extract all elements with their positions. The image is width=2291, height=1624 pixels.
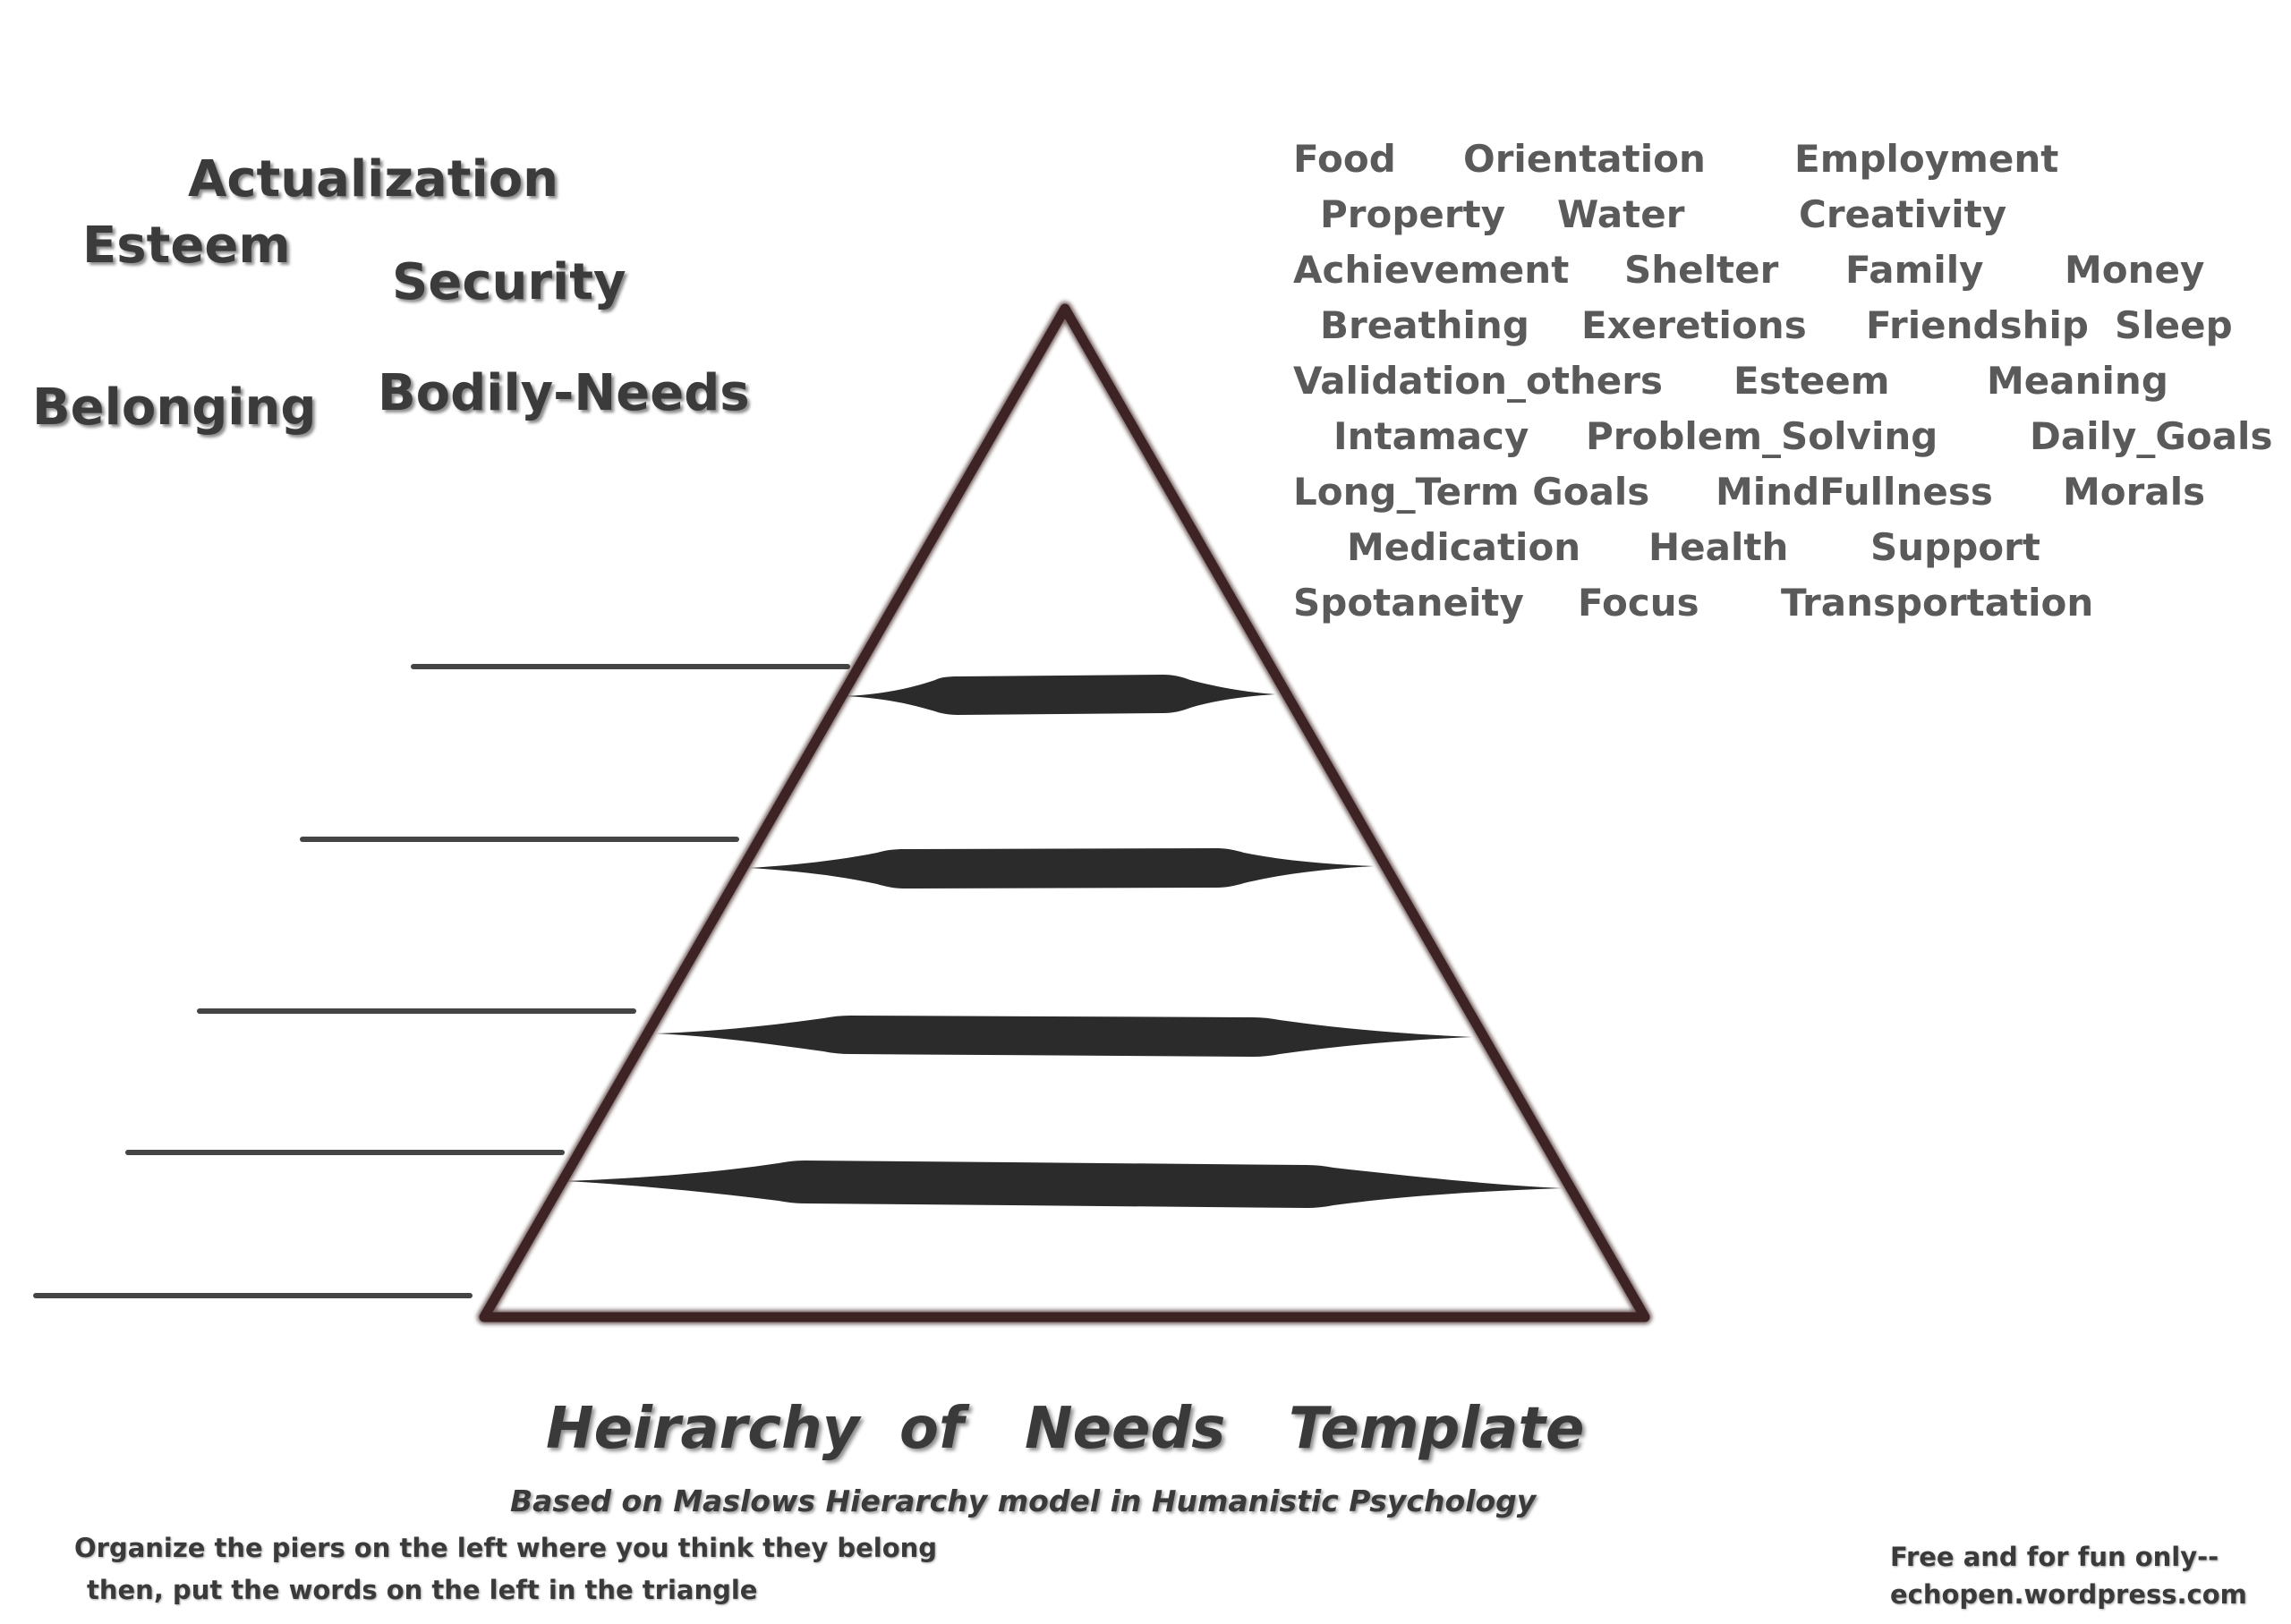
title-word: of bbox=[899, 1396, 964, 1462]
word-food[interactable]: Food bbox=[1293, 137, 1396, 181]
word-family[interactable]: Family bbox=[1845, 248, 1984, 292]
triangle-outline bbox=[479, 303, 1650, 1322]
word-long-term-goals[interactable]: Long_Term Goals bbox=[1293, 470, 1650, 514]
label-belonging[interactable]: Belonging bbox=[32, 378, 317, 437]
title-word: Template bbox=[1289, 1396, 1585, 1462]
word-sleep[interactable]: Sleep bbox=[2115, 303, 2233, 347]
title-word: Needs bbox=[1025, 1396, 1226, 1462]
word-esteem[interactable]: Esteem bbox=[1733, 359, 1890, 403]
instructions-line-2: then, put the words on the left in the t… bbox=[87, 1575, 758, 1605]
word-water[interactable]: Water bbox=[1557, 192, 1685, 236]
word-daily-goals[interactable]: Daily_Goals bbox=[2030, 414, 2273, 458]
credit-line-2[interactable]: echopen.wordpress.com bbox=[1890, 1579, 2247, 1610]
word-validation-others[interactable]: Validation_others bbox=[1293, 359, 1664, 403]
label-esteem[interactable]: Esteem bbox=[82, 217, 291, 275]
word-achievement[interactable]: Achievement bbox=[1293, 248, 1570, 292]
word-intamacy[interactable]: Intamacy bbox=[1333, 414, 1529, 458]
page-subtitle: Based on Maslows Hierarchy model in Huma… bbox=[510, 1484, 1537, 1518]
word-mindfullness[interactable]: MindFullness bbox=[1716, 470, 1993, 514]
label-actualization[interactable]: Actualization bbox=[188, 150, 559, 208]
word-medication[interactable]: Medication bbox=[1347, 525, 1581, 569]
answer-lines bbox=[33, 664, 850, 1298]
credit-line-1: Free and for fun only-- bbox=[1890, 1542, 2219, 1572]
word-problem-solving[interactable]: Problem_Solving bbox=[1586, 414, 1938, 458]
word-friendship[interactable]: Friendship bbox=[1866, 303, 2089, 347]
word-support[interactable]: Support bbox=[1870, 525, 2040, 569]
word-money[interactable]: Money bbox=[2065, 248, 2205, 292]
word-property[interactable]: Property bbox=[1320, 192, 1506, 236]
tier-divider-4 bbox=[566, 1161, 1562, 1208]
word-employment[interactable]: Employment bbox=[1794, 137, 2059, 181]
label-bodily-needs[interactable]: Bodily-Needs bbox=[378, 364, 750, 422]
word-meaning[interactable]: Meaning bbox=[1987, 359, 2168, 403]
word-health[interactable]: Health bbox=[1648, 525, 1789, 569]
word-breathing[interactable]: Breathing bbox=[1320, 303, 1529, 347]
word-shelter[interactable]: Shelter bbox=[1624, 248, 1779, 292]
word-orientation[interactable]: Orientation bbox=[1463, 137, 1706, 181]
word-morals[interactable]: Morals bbox=[2063, 470, 2206, 514]
title-word: Heirarchy bbox=[546, 1396, 860, 1462]
instructions-line-1: Organize the piers on the left where you… bbox=[74, 1533, 938, 1563]
tier-dividers bbox=[566, 675, 1562, 1208]
tier-divider-2 bbox=[750, 848, 1374, 889]
word-creativity[interactable]: Creativity bbox=[1799, 192, 2007, 236]
label-security[interactable]: Security bbox=[392, 253, 626, 311]
word-exeretions[interactable]: Exeretions bbox=[1581, 303, 1807, 347]
word-transportation[interactable]: Transportation bbox=[1781, 581, 2094, 625]
tier-divider-3 bbox=[656, 1016, 1472, 1057]
tier-divider-1 bbox=[846, 675, 1275, 715]
word-focus[interactable]: Focus bbox=[1578, 581, 1699, 625]
word-spotaneity[interactable]: Spotaneity bbox=[1293, 581, 1524, 625]
